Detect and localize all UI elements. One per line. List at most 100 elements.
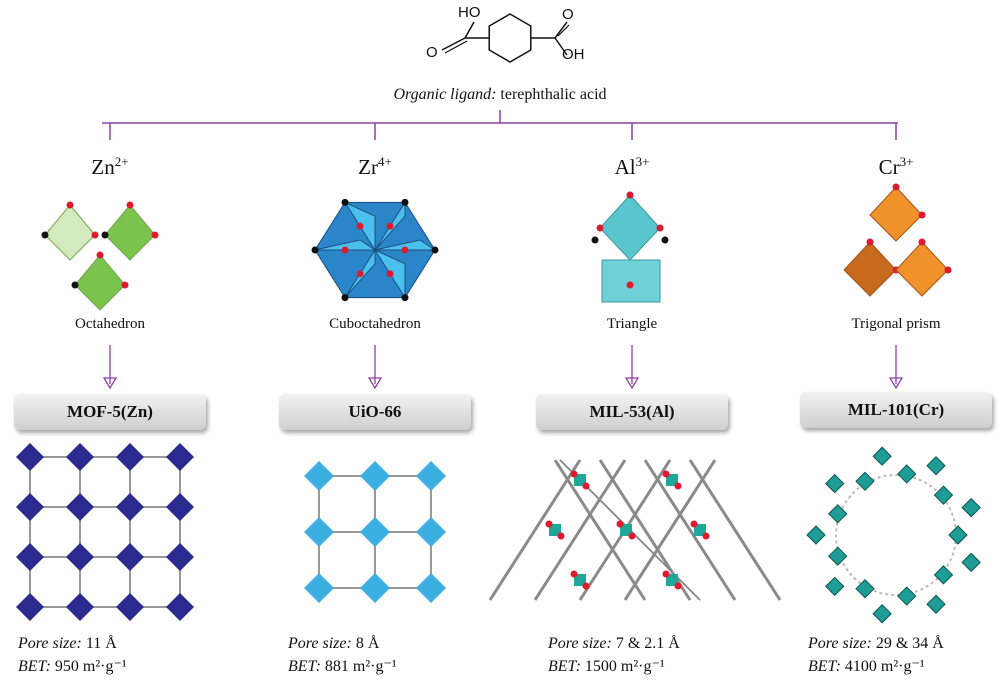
bet-value: 950 m²·g⁻¹ <box>50 658 127 675</box>
metal-charge: 3+ <box>899 154 914 169</box>
framework-node <box>897 586 917 606</box>
geometry-label: Triangle <box>606 316 658 332</box>
framework-node <box>926 456 946 476</box>
mof-properties: Pore size: 7 & 2.1 Å BET: 1500 m²·g⁻¹ <box>548 632 680 678</box>
metal-ion-label: Zn2+ <box>40 154 180 180</box>
atom <box>662 470 670 478</box>
mof-name-box: UiO-66 <box>279 394 471 430</box>
framework-node <box>304 461 334 491</box>
atom <box>311 246 319 254</box>
atom <box>628 532 636 540</box>
atom <box>626 191 634 199</box>
linker <box>643 459 737 601</box>
linker <box>488 459 582 601</box>
framework-node <box>897 464 917 484</box>
atom <box>356 222 364 230</box>
framework-node <box>855 578 875 599</box>
mof-properties: Pore size: 8 Å BET: 881 m²·g⁻¹ <box>288 632 397 678</box>
ligand-caption-label: Organic ligand: <box>393 86 497 103</box>
linker <box>533 459 627 601</box>
atom <box>661 236 669 244</box>
pore-size-value: 29 & 34 Å <box>871 635 944 652</box>
pore-size-label: Pore size: <box>808 635 872 652</box>
mil53-framework <box>488 459 782 601</box>
ligand-ho-label: HO <box>458 4 481 21</box>
pore-size-value: 8 Å <box>351 635 380 652</box>
atom <box>570 570 578 578</box>
atom <box>662 570 670 578</box>
atom <box>616 520 624 528</box>
atom <box>570 470 578 478</box>
bet-surface: BET: 4100 m²·g⁻¹ <box>808 655 944 678</box>
framework-node <box>961 497 981 518</box>
framework-node <box>574 574 586 586</box>
atom <box>96 251 104 259</box>
atom <box>126 201 134 209</box>
atom <box>151 231 159 239</box>
metal-ion-label: Cr3+ <box>826 154 966 180</box>
framework-node <box>16 543 44 571</box>
linker <box>688 459 782 601</box>
bet-surface: BET: 1500 m²·g⁻¹ <box>548 655 680 678</box>
framework-node <box>872 604 892 624</box>
oh-bond <box>554 37 568 56</box>
metal-charge: 2+ <box>114 154 129 169</box>
atom <box>431 246 439 254</box>
atom <box>401 246 409 254</box>
geometry-label: Octahedron <box>75 316 145 332</box>
framework-node <box>116 443 144 471</box>
atom <box>626 281 634 289</box>
framework-node <box>66 543 94 571</box>
framework-node <box>416 517 446 547</box>
co-bond <box>557 24 570 37</box>
framework-node <box>872 446 892 466</box>
framework-node <box>304 517 334 547</box>
co-bond <box>444 40 468 54</box>
framework-node <box>360 461 390 491</box>
metal-ion-label: Al3+ <box>562 154 702 180</box>
atom <box>656 224 664 232</box>
pore-size-value: 11 Å <box>81 635 117 652</box>
arrow-head <box>367 377 383 390</box>
framework-node <box>360 517 390 547</box>
pore-size-label: Pore size: <box>548 635 612 652</box>
ligand-name: terephthalic acid <box>500 86 607 103</box>
framework-node <box>855 471 875 492</box>
framework-node <box>416 573 446 603</box>
atom <box>341 198 349 206</box>
arrow-head <box>888 377 904 390</box>
bet-label: BET: <box>18 658 51 675</box>
co-bond <box>554 21 568 39</box>
framework-node <box>825 576 845 597</box>
atom <box>944 266 952 274</box>
atom <box>918 238 926 246</box>
bet-label: BET: <box>808 658 841 675</box>
bet-surface: BET: 950 m²·g⁻¹ <box>18 655 127 678</box>
atom <box>66 201 74 209</box>
metal-symbol: Zn <box>91 155 115 179</box>
framework-node <box>825 473 845 494</box>
bet-value: 1500 m²·g⁻¹ <box>580 658 665 675</box>
framework-node <box>666 474 678 486</box>
atom <box>386 222 394 230</box>
framework-node <box>828 546 848 566</box>
metal-charge: 3+ <box>635 154 650 169</box>
atom <box>690 520 698 528</box>
ligand-caption: Organic ligand: terephthalic acid <box>0 86 1000 104</box>
metal-symbol: Al <box>614 155 636 179</box>
ligand-o-label: O <box>426 44 438 61</box>
ligand-oh-label: OH <box>562 46 585 63</box>
mof-name-box: MIL-53(Al) <box>536 394 728 430</box>
geometry-label: Cuboctahedron <box>329 316 421 332</box>
atom <box>582 482 590 490</box>
atom <box>892 183 900 191</box>
framework-node <box>166 543 194 571</box>
metal-symbol: Cr <box>878 155 900 179</box>
cr-trimer-cluster <box>843 183 952 297</box>
atom <box>674 582 682 590</box>
arrow-head <box>102 377 118 390</box>
pore-size: Pore size: 11 Å <box>18 632 127 655</box>
zr-cuboctahedron-cluster <box>311 198 439 302</box>
atom <box>71 281 79 289</box>
